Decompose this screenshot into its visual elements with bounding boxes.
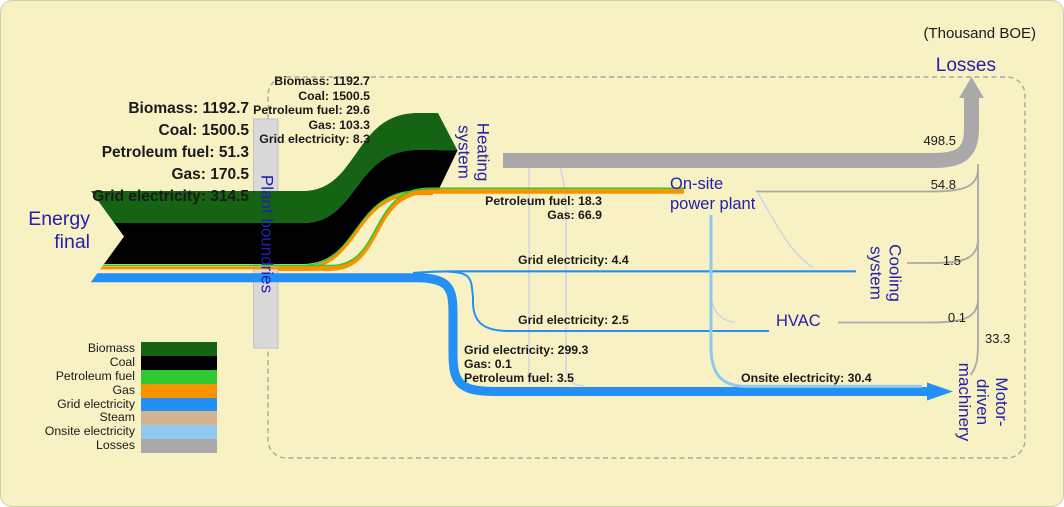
motor-name-line2: driven xyxy=(973,378,993,426)
motor-name-line3: machinery xyxy=(954,362,974,442)
heating-name-line2: system xyxy=(455,125,474,179)
source-input-biomass: Biomass: 1192.7 xyxy=(128,100,249,117)
hvac-losses-flow xyxy=(838,298,979,324)
legend-swatch-onsite-electricity xyxy=(141,425,217,440)
hvac-node-label: HVAC xyxy=(776,312,821,330)
onsite-input-petroleum: Petroleum fuel: 18.3 xyxy=(485,194,602,208)
energy-final-line2: final xyxy=(54,230,90,253)
onsite-plant-node-label: On-site power plant xyxy=(670,175,755,214)
onsite-loss-value: 54.8 xyxy=(930,177,956,192)
onsite-losses-flow xyxy=(756,168,979,193)
cooling-input-label: Grid electricity: 4.4 xyxy=(518,253,629,267)
legend-label: Gas xyxy=(112,382,135,397)
motor-arrowhead xyxy=(927,382,953,401)
legend-swatch-losses xyxy=(141,439,217,454)
legend-swatch-steam xyxy=(141,411,217,426)
cooling-name-line1: Cooling xyxy=(885,244,905,302)
source-input-petroleum: Petroleum fuel: 51.3 xyxy=(101,144,249,161)
hvac-input-label: Grid electricity: 2.5 xyxy=(518,313,629,327)
heating-input-grid: Grid electricity: 8.3 xyxy=(259,132,370,147)
legend-swatch-grid-electricity xyxy=(141,397,217,412)
heating-arrowhead-lower xyxy=(438,150,458,191)
heating-loss-value: 498.5 xyxy=(923,133,956,148)
cooling-loss-value: 1.5 xyxy=(942,253,961,268)
heating-input-labels: Biomass: 1192.7 Coal: 1500.5 Petroleum f… xyxy=(253,74,370,147)
legend-swatch-gas xyxy=(141,383,217,398)
legend-row-biomass: Biomass xyxy=(1,341,227,356)
legend-row-steam: Steam xyxy=(1,410,227,426)
legend-label: Losses xyxy=(96,438,135,453)
flow-grid-motor xyxy=(91,273,927,396)
legend-label: Steam xyxy=(99,410,135,425)
onsite-input-gas: Gas: 66.9 xyxy=(547,208,602,223)
legend-row-onsite-electricity: Onsite electricity xyxy=(1,424,227,440)
legend-row-gas: Gas xyxy=(1,382,227,398)
legend-row-coal: Coal xyxy=(1,354,227,370)
losses-node-label: Losses xyxy=(935,55,996,76)
flow-grid-hvac xyxy=(448,270,769,332)
cooling-losses-flow xyxy=(907,238,979,264)
hvac-loss-value: 0.1 xyxy=(947,310,966,325)
plant-boundary-label: Plant boundries xyxy=(256,174,276,293)
legend-row-grid-electricity: Grid electricity xyxy=(1,396,227,412)
losses-arrowhead xyxy=(959,77,984,98)
flow-grid-cooling xyxy=(412,270,856,275)
source-input-labels: Biomass: 1192.7 Coal: 1500.5 Petroleum f… xyxy=(92,98,249,208)
motor-losses-flow xyxy=(969,343,979,376)
heating-input-gas: Gas: 103.3 xyxy=(308,117,370,132)
legend-label: Petroleum fuel xyxy=(55,368,135,383)
source-input-grid: Grid electricity: 314.5 xyxy=(92,188,249,205)
heating-input-petroleum: Petroleum fuel: 29.6 xyxy=(253,103,370,118)
losses-flows xyxy=(503,77,984,376)
heating-arrowhead-upper xyxy=(438,113,458,151)
legend-row-losses: Losses xyxy=(1,438,227,454)
motor-input-labels: Grid electricity: 299.3 Gas: 0.1 Petrole… xyxy=(464,343,589,386)
legend-label: Biomass xyxy=(87,341,135,355)
energy-final-line1: Energy xyxy=(28,208,90,230)
motor-input-petroleum: Petroleum fuel: 3.5 xyxy=(464,370,575,385)
legend-label: Grid electricity xyxy=(57,396,135,411)
onsite-input-labels: Petroleum fuel: 18.3 Gas: 66.9 xyxy=(485,194,602,223)
units-label: (Thousand BOE) xyxy=(923,25,1036,42)
source-input-coal: Coal: 1500.5 xyxy=(158,122,249,139)
legend-label: Coal xyxy=(109,354,135,369)
legend-swatch-petroleum xyxy=(141,369,217,384)
source-input-gas: Gas: 170.5 xyxy=(171,166,249,183)
source-notch xyxy=(91,191,124,282)
motor-onsite-input-label: Onsite electricity: 30.4 xyxy=(741,371,872,385)
flow-coal xyxy=(91,150,438,264)
onsite-name-line2: power plant xyxy=(670,194,756,213)
flow-petroleum-heating xyxy=(91,190,434,267)
legend-label: Onsite electricity xyxy=(44,424,135,439)
heating-name-line1: Heating xyxy=(473,122,493,182)
heating-system-node-label: Heating system xyxy=(454,122,493,182)
legend-row-petroleum: Petroleum fuel xyxy=(1,368,227,384)
heating-input-biomass: Biomass: 1192.7 xyxy=(274,74,370,88)
flow-onsite-electricity xyxy=(709,215,922,388)
legend-swatch-coal xyxy=(141,355,217,370)
legend: Biomass Coal Petroleum fuel Gas Grid ele… xyxy=(1,341,227,454)
legend-swatch-biomass xyxy=(141,342,217,356)
onsite-name-line1: On-site xyxy=(670,175,724,193)
motor-name-line1: Motor- xyxy=(992,377,1012,427)
motor-input-grid: Grid electricity: 299.3 xyxy=(464,343,589,357)
cooling-name-line2: system xyxy=(867,246,886,300)
flow-gas-onsite xyxy=(278,189,684,271)
heating-input-coal: Coal: 1500.5 xyxy=(298,88,370,103)
flow-petroleum-onsite xyxy=(278,187,684,267)
cooling-system-node-label: Cooling system xyxy=(866,244,905,302)
motor-input-gas: Gas: 0.1 xyxy=(464,356,512,371)
motor-loss-value: 33.3 xyxy=(985,331,1011,346)
flow-biomass xyxy=(91,113,438,223)
heating-losses-flow xyxy=(503,95,979,168)
energy-final-node-label: Energy final xyxy=(28,208,90,253)
motor-node-label: Motor- driven machinery xyxy=(954,362,1012,442)
